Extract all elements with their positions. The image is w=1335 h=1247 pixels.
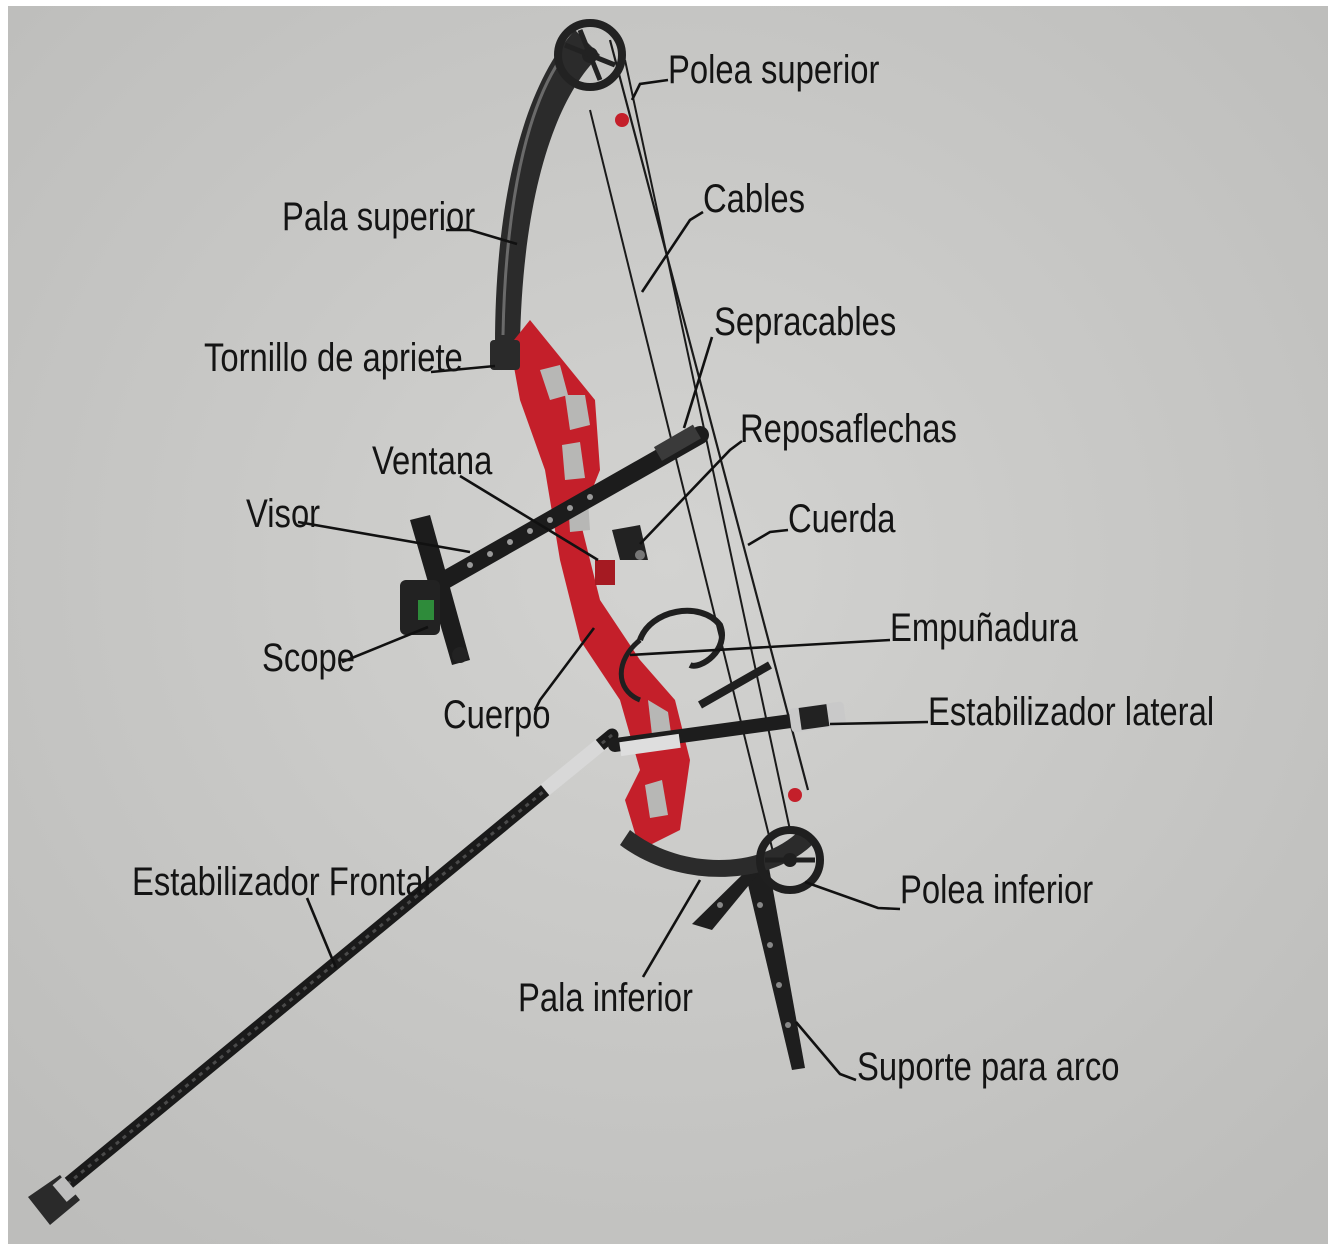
label-reposaflechas: Reposaflechas (740, 406, 957, 451)
label-visor: Visor (246, 491, 320, 536)
label-sepracables: Sepracables (714, 299, 896, 344)
label-tornillo-de-apriete: Tornillo de apriete (204, 335, 463, 380)
label-suporte-para-arco: Suporte para arco (857, 1044, 1119, 1089)
label-estabilizador-lateral: Estabilizador lateral (928, 689, 1214, 734)
label-scope: Scope (262, 635, 355, 680)
label-cuerda: Cuerda (788, 496, 896, 541)
label-polea-inferior: Polea inferior (900, 867, 1093, 912)
label-empunadura: Empuñadura (890, 605, 1078, 650)
label-polea-superior: Polea superior (668, 47, 879, 92)
photo-background (8, 6, 1328, 1244)
label-pala-superior: Pala superior (282, 194, 475, 239)
label-estabilizador-frontal: Estabilizador Frontal (132, 859, 431, 904)
label-pala-inferior: Pala inferior (518, 975, 693, 1020)
label-cuerpo: Cuerpo (443, 692, 551, 737)
label-cables: Cables (703, 176, 805, 221)
label-ventana: Ventana (372, 438, 493, 483)
